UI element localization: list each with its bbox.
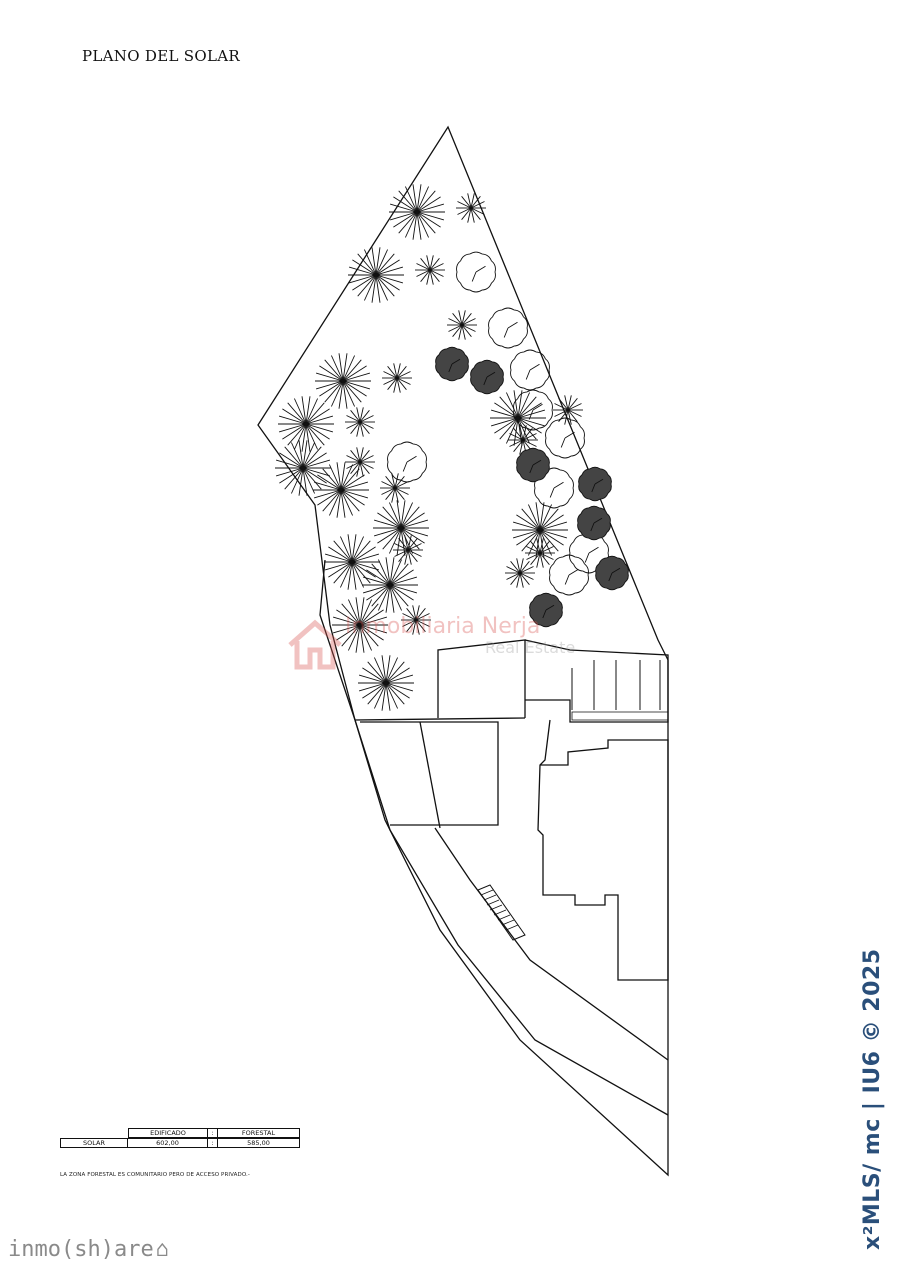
tree-large-symbol	[373, 500, 429, 556]
building-north	[437, 639, 526, 718]
building-main	[537, 719, 669, 981]
page-title: PLANO DEL SOLAR	[82, 47, 240, 65]
tree-star-symbol	[415, 255, 445, 285]
watermark-subtitle: Real Estate	[485, 638, 576, 657]
tree-dark-symbol	[577, 505, 611, 541]
tree-star-symbol	[345, 407, 375, 437]
tree-large-symbol	[332, 597, 388, 653]
road-edge-inner	[434, 827, 669, 1061]
forest-zone-line	[354, 717, 526, 721]
terrace-stripes	[571, 660, 661, 710]
logo-text: inmo(sh)are	[8, 1237, 154, 1262]
watermark: Inmobiliaria Nerja Real Estate	[285, 615, 575, 670]
tree-large-symbol	[275, 440, 331, 496]
table-cell-sep: :	[208, 1138, 218, 1148]
tree-dark-symbol	[516, 447, 550, 483]
tree-round-symbol	[549, 554, 589, 596]
tree-star-symbol	[525, 538, 555, 568]
tree-star-symbol	[345, 447, 375, 477]
balustrade	[571, 711, 669, 721]
tree-round-symbol	[534, 467, 574, 509]
stairs-steps	[480, 889, 519, 931]
tree-large-symbol	[348, 247, 404, 303]
tree-dark-symbol	[595, 555, 629, 591]
tree-star-symbol	[380, 473, 410, 503]
tree-dark-symbol	[435, 346, 469, 382]
stairs	[477, 884, 526, 941]
watermark-house-icon	[288, 619, 342, 670]
tree-star-symbol	[393, 535, 423, 565]
forest-zone-line-2	[319, 559, 356, 721]
tree-round-symbol	[488, 307, 528, 349]
tree-large-symbol	[278, 396, 334, 452]
tree-star-symbol	[382, 363, 412, 393]
table-header-row: EDIFICADO : FORESTAL	[60, 1128, 300, 1138]
tree-star-symbol	[508, 425, 538, 455]
road-edge	[354, 719, 669, 1116]
inmoshare-logo: inmo(sh)are ⌂	[8, 1237, 169, 1262]
tree-large-symbol	[324, 534, 380, 590]
tree-star-symbol	[456, 193, 486, 223]
tree-large-symbol	[389, 184, 445, 240]
table-cell-edificado: 602,00	[128, 1138, 208, 1148]
table-header-forestal: FORESTAL	[218, 1128, 300, 1138]
plot-boundary	[257, 125, 669, 1177]
table-header-sep: :	[208, 1128, 218, 1138]
table-cell-forestal: 585,00	[218, 1138, 300, 1148]
building-west	[360, 721, 499, 826]
tree-round-symbol	[510, 349, 550, 391]
tree-round-symbol	[545, 417, 585, 459]
mls-stamp: x²MLS/ mc | IU6 © 2025	[860, 948, 885, 1250]
tree-star-symbol	[401, 605, 431, 635]
tree-large-symbol	[313, 462, 369, 518]
table-row-label: SOLAR	[60, 1138, 128, 1148]
tree-dark-symbol	[470, 359, 504, 395]
table-header-edificado: EDIFICADO	[128, 1128, 208, 1138]
tree-star-symbol	[553, 395, 583, 425]
building-west-div	[419, 721, 441, 829]
tree-round-symbol	[513, 389, 553, 431]
tree-dark-symbol	[529, 592, 563, 628]
tree-round-symbol	[456, 251, 496, 293]
table-row: SOLAR 602,00 : 585,00	[60, 1138, 300, 1148]
tree-star-symbol	[505, 558, 535, 588]
area-table: EDIFICADO : FORESTAL SOLAR 602,00 : 585,…	[60, 1128, 300, 1148]
tree-large-symbol	[362, 557, 418, 613]
building-block-a	[524, 639, 669, 723]
watermark-name: Inmobiliaria Nerja	[345, 614, 541, 639]
tree-large-symbol	[315, 353, 371, 409]
tree-large-symbol	[358, 655, 414, 711]
tree-star-symbol	[447, 310, 477, 340]
house-icon: ⌂	[155, 1237, 169, 1262]
tree-dark-symbol	[578, 466, 612, 502]
forest-zone-note: LA ZONA FORESTAL ES COMUNITARIO PERO DE …	[60, 1172, 250, 1178]
tree-large-symbol	[512, 502, 568, 558]
tree-round-symbol	[387, 441, 427, 483]
